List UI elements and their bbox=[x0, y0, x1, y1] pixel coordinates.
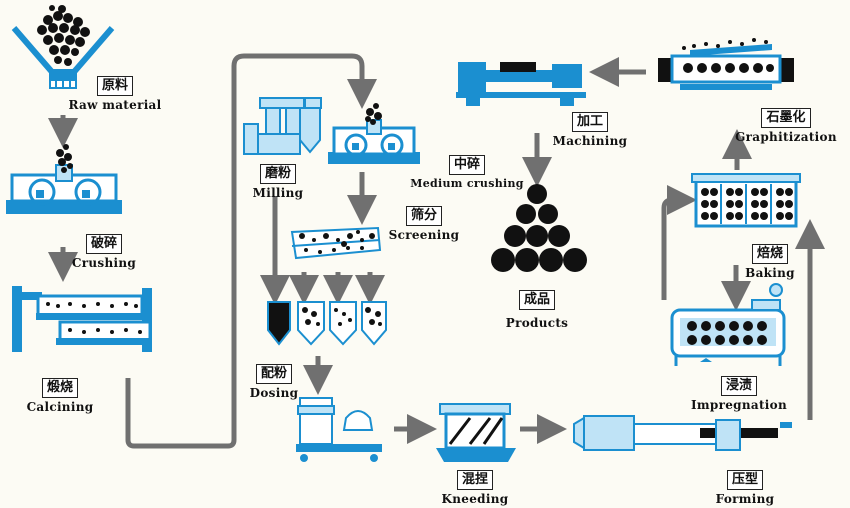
label-milling-en: Milling bbox=[252, 186, 304, 200]
forming-press bbox=[573, 415, 792, 451]
crusher-machine bbox=[6, 144, 122, 214]
label-milling: 磨粉 Milling bbox=[238, 162, 318, 200]
machining-lathe bbox=[456, 62, 586, 106]
medium-crusher-machine bbox=[328, 103, 420, 164]
label-calcining-cn: 煅烧 bbox=[41, 378, 78, 398]
label-dosing-cn: 配粉 bbox=[255, 364, 292, 384]
label-calcining: 煅烧 Calcining bbox=[12, 376, 108, 414]
label-forming: 压型 Forming bbox=[702, 468, 788, 506]
label-products: 成品 Products bbox=[494, 288, 580, 330]
label-products-en: Products bbox=[505, 316, 569, 330]
calciner-machine bbox=[12, 286, 152, 352]
label-graphitization: 石墨化 Graphitization bbox=[726, 106, 846, 144]
label-forming-en: Forming bbox=[715, 492, 775, 506]
label-machining: 加工 Machining bbox=[540, 110, 640, 148]
label-milling-cn: 磨粉 bbox=[259, 164, 296, 184]
baking-furnace bbox=[691, 173, 801, 228]
label-baking: 焙烧 Baking bbox=[730, 242, 810, 280]
label-graphitization-cn: 石墨化 bbox=[761, 108, 811, 128]
mixer-machine bbox=[296, 397, 382, 462]
label-dosing-en: Dosing bbox=[249, 386, 299, 400]
label-impregnation-en: Impregnation bbox=[691, 398, 787, 412]
label-calcining-en: Calcining bbox=[26, 400, 94, 414]
milling-machine bbox=[243, 97, 322, 155]
label-products-cn: 成品 bbox=[518, 290, 555, 310]
label-impregnation-cn: 浸渍 bbox=[720, 376, 757, 396]
label-kneeding-en: Kneeding bbox=[441, 492, 509, 506]
dosing-bins bbox=[267, 301, 387, 346]
label-medium-crushing-cn: 中碎 bbox=[448, 155, 485, 175]
graphitization-furnace bbox=[658, 38, 794, 90]
label-dosing: 配粉 Dosing bbox=[238, 362, 310, 400]
arrow-calcining-to-medium-crushing bbox=[125, 53, 377, 449]
label-screening-en: Screening bbox=[388, 228, 460, 242]
label-machining-en: Machining bbox=[552, 134, 628, 148]
label-graphitization-en: Graphitization bbox=[735, 130, 837, 144]
kneading-machine bbox=[436, 403, 516, 462]
label-baking-cn: 焙烧 bbox=[751, 244, 788, 264]
label-baking-en: Baking bbox=[745, 266, 795, 280]
label-kneeding: 混捏 Kneeding bbox=[432, 468, 518, 506]
label-raw-material-cn: 原料 bbox=[96, 76, 133, 96]
label-screening: 筛分 Screening bbox=[380, 204, 468, 242]
label-crushing: 破碎 Crushing bbox=[56, 232, 152, 270]
label-kneeding-cn: 混捏 bbox=[456, 470, 493, 490]
raw-material-hopper bbox=[11, 5, 115, 89]
label-crushing-en: Crushing bbox=[71, 256, 137, 270]
label-impregnation: 浸渍 Impregnation bbox=[684, 374, 794, 412]
arrow-impregnation-to-baking bbox=[661, 185, 697, 300]
flow-arrows bbox=[48, 53, 825, 449]
screening-machine bbox=[290, 226, 382, 260]
impregnation-tank bbox=[670, 283, 786, 366]
label-machining-cn: 加工 bbox=[571, 112, 608, 132]
products-stack bbox=[491, 184, 587, 272]
label-raw-material: 原料 Raw material bbox=[60, 74, 170, 112]
label-medium-crushing: 中碎 Medium crushing bbox=[408, 153, 526, 191]
label-forming-cn: 压型 bbox=[726, 470, 763, 490]
label-raw-material-en: Raw material bbox=[68, 98, 162, 112]
label-medium-crushing-en: Medium crushing bbox=[410, 177, 524, 190]
label-crushing-cn: 破碎 bbox=[85, 234, 122, 254]
label-screening-cn: 筛分 bbox=[405, 206, 442, 226]
